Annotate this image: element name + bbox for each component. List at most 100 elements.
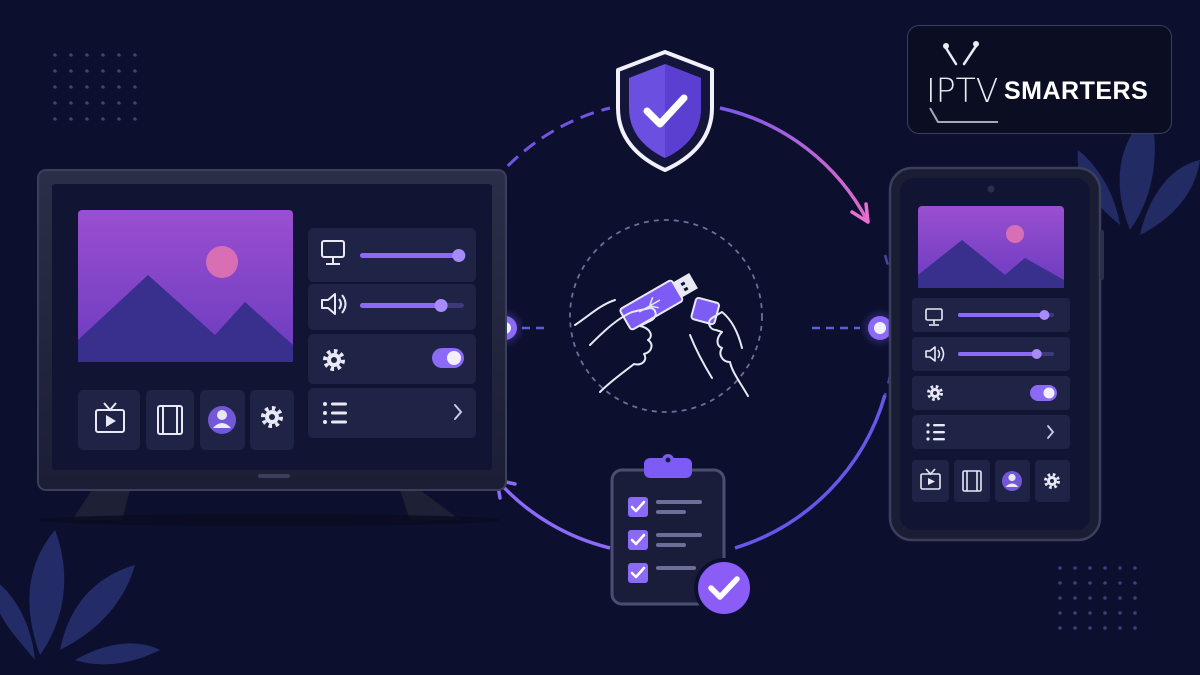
monitor-icon bbox=[925, 308, 943, 326]
decor-dot bbox=[69, 117, 73, 121]
phone-nav-live-tv[interactable] bbox=[912, 460, 949, 502]
decor-dot bbox=[1058, 596, 1062, 600]
decor-dot bbox=[1103, 626, 1107, 630]
usb-transfer-icon bbox=[569, 219, 763, 413]
phone-control-volume[interactable] bbox=[912, 337, 1070, 371]
mountain-icon bbox=[918, 240, 1064, 288]
phone-nav-profile[interactable] bbox=[995, 460, 1030, 502]
decor-dot bbox=[1118, 581, 1122, 585]
toggle-knob bbox=[1043, 387, 1055, 399]
logo-text-smarters: SMARTERS bbox=[1004, 77, 1149, 105]
decor-dot bbox=[101, 85, 105, 89]
leaf-decoration-bottom-left bbox=[0, 530, 160, 665]
shield-check-icon bbox=[616, 50, 714, 172]
chevron-right-icon bbox=[454, 404, 463, 420]
decor-dot bbox=[1133, 611, 1137, 615]
tv-nav-movies[interactable] bbox=[146, 390, 194, 450]
decor-dot bbox=[1073, 581, 1077, 585]
decor-dot bbox=[101, 53, 105, 57]
phone-control-brightness[interactable] bbox=[912, 298, 1070, 332]
slider-knob[interactable] bbox=[1031, 349, 1042, 359]
tv-nav-live-tv[interactable] bbox=[78, 390, 140, 450]
decor-dot bbox=[69, 69, 73, 73]
phone-nav-movies[interactable] bbox=[954, 460, 990, 502]
tv-device bbox=[37, 169, 507, 526]
decor-dot bbox=[117, 117, 121, 121]
tv-play-icon bbox=[95, 402, 125, 433]
phone-device bbox=[888, 166, 1104, 542]
decor-dot bbox=[85, 53, 89, 57]
tv-stand-right bbox=[400, 490, 460, 520]
logo-text-iptv: IPTV bbox=[926, 71, 999, 110]
tv-control-volume[interactable] bbox=[308, 284, 476, 330]
decor-dot bbox=[117, 101, 121, 105]
decor-dot bbox=[117, 85, 121, 89]
decor-dot bbox=[1088, 626, 1092, 630]
phone-control-settings[interactable] bbox=[912, 376, 1070, 410]
dot-grid-top-left bbox=[53, 53, 137, 121]
toggle-knob bbox=[447, 351, 461, 365]
decor-dot bbox=[1058, 611, 1062, 615]
tv-stand-left bbox=[72, 490, 130, 520]
decor-dot bbox=[1133, 626, 1137, 630]
decor-dot bbox=[69, 101, 73, 105]
decor-dot bbox=[85, 85, 89, 89]
tv-nav-profile[interactable] bbox=[200, 390, 245, 450]
decor-dot bbox=[53, 101, 57, 105]
decor-dot bbox=[1073, 626, 1077, 630]
decor-dot bbox=[1103, 581, 1107, 585]
film-icon bbox=[157, 405, 183, 435]
decor-dot bbox=[1133, 566, 1137, 570]
decor-dot bbox=[1088, 566, 1092, 570]
decor-dot bbox=[1118, 611, 1122, 615]
decor-dot bbox=[85, 101, 89, 105]
decor-dot bbox=[53, 85, 57, 89]
decor-dot bbox=[117, 69, 121, 73]
decor-dot bbox=[53, 69, 57, 73]
decor-dot bbox=[1058, 626, 1062, 630]
decor-dot bbox=[133, 69, 137, 73]
tv-control-menu[interactable] bbox=[308, 388, 476, 438]
decor-dot bbox=[1103, 611, 1107, 615]
tv-control-settings[interactable] bbox=[308, 334, 476, 384]
phone-control-menu[interactable] bbox=[912, 415, 1070, 449]
decor-dot bbox=[1118, 596, 1122, 600]
decor-dot bbox=[1103, 566, 1107, 570]
decor-dot bbox=[53, 53, 57, 57]
gear-icon bbox=[927, 385, 943, 401]
decor-dot bbox=[1133, 581, 1137, 585]
sun-icon bbox=[1006, 225, 1024, 243]
decor-dot bbox=[1058, 581, 1062, 585]
decor-dot bbox=[1118, 626, 1122, 630]
list-icon bbox=[323, 402, 347, 424]
slider-knob[interactable] bbox=[452, 249, 466, 262]
decor-dot bbox=[1073, 596, 1077, 600]
phone-nav-settings[interactable] bbox=[1035, 460, 1070, 502]
user-icon bbox=[208, 406, 236, 434]
decor-dot bbox=[133, 85, 137, 89]
tv-control-brightness[interactable] bbox=[308, 228, 476, 282]
decor-dot bbox=[1103, 596, 1107, 600]
slider-knob[interactable] bbox=[434, 299, 448, 312]
slider-fill bbox=[360, 303, 442, 308]
slider-fill bbox=[958, 313, 1045, 317]
list-icon bbox=[926, 423, 945, 441]
slider-fill bbox=[360, 253, 459, 258]
phone-media-panel[interactable] bbox=[918, 206, 1064, 288]
decor-dot bbox=[1088, 581, 1092, 585]
decor-dot bbox=[1073, 611, 1077, 615]
decor-dot bbox=[69, 85, 73, 89]
tv-media-panel[interactable] bbox=[78, 210, 293, 362]
decor-dot bbox=[1088, 611, 1092, 615]
decor-dot bbox=[1073, 566, 1077, 570]
tv-nav-settings[interactable] bbox=[250, 390, 294, 450]
decor-dot bbox=[85, 117, 89, 121]
iptv-smarters-logo: IPTV SMARTERS bbox=[907, 25, 1172, 134]
slider-knob[interactable] bbox=[1039, 310, 1050, 320]
decor-dot bbox=[101, 69, 105, 73]
tv-antenna-icon bbox=[929, 41, 998, 123]
film-icon bbox=[962, 470, 982, 492]
decor-dot bbox=[1088, 596, 1092, 600]
sun-icon bbox=[206, 246, 238, 278]
